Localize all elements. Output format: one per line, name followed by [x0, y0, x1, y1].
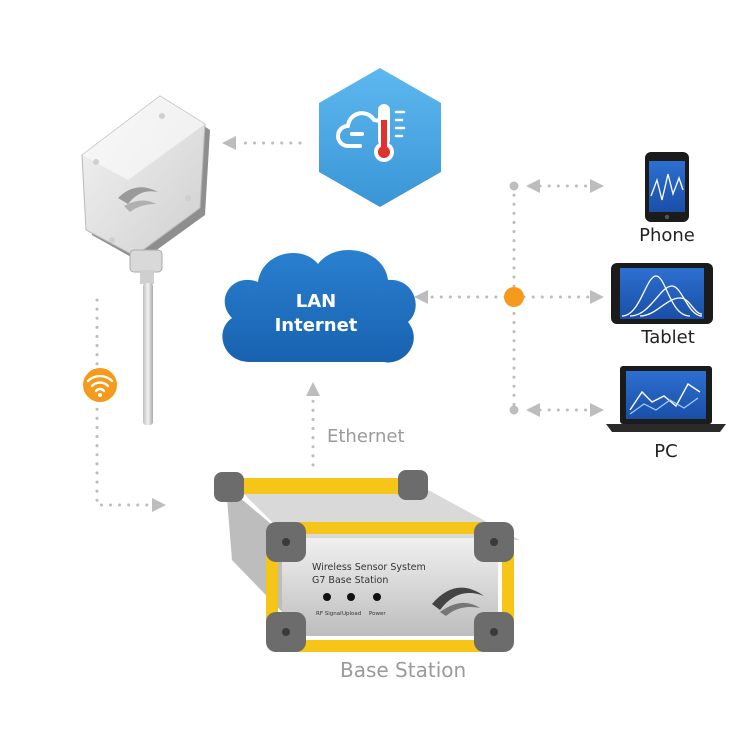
arrow-phone-right [590, 179, 604, 193]
cloud-thermometer-hexagon [319, 68, 441, 207]
panel-line-2: G7 Base Station [312, 575, 388, 586]
led-rf-signal [323, 593, 331, 601]
ethernet-label: Ethernet [327, 426, 405, 447]
arrow-to-base [152, 498, 166, 512]
connector-sensor-to-base [95, 298, 152, 507]
cloud-shape [222, 250, 416, 363]
led-label-upload: Upload [342, 611, 361, 617]
hub-dot-top [509, 181, 519, 191]
base-station-device [214, 470, 520, 652]
led-label-power: Power [369, 611, 386, 617]
led-power [373, 593, 381, 601]
pc-label: PC [654, 441, 678, 462]
connector-lines [95, 141, 594, 507]
cloud-label-lan: LAN [295, 291, 337, 312]
hub-dot-bottom [509, 405, 519, 415]
wifi-badge [83, 368, 117, 402]
phone-icon [645, 152, 689, 222]
arrow-tablet-right [590, 290, 604, 304]
brand-logo [432, 587, 484, 610]
panel-line-1: Wireless Sensor System [312, 562, 426, 573]
arrow-to-cloud-from-ethernet [306, 382, 320, 396]
arrow-to-cloud [414, 290, 428, 304]
sensor-icon [81, 95, 210, 425]
phone-label: Phone [639, 225, 695, 246]
arrow-to-sensor [222, 136, 236, 150]
arrow-pc-right [590, 403, 604, 417]
led-upload [347, 593, 355, 601]
tablet-icon [611, 263, 713, 324]
cloud-label: LAN Internet [256, 290, 376, 338]
arrow-pc-left [526, 403, 540, 417]
base-station-caption: Base Station [340, 658, 467, 682]
cloud-thermometer-icon [336, 104, 406, 162]
arrowheads [152, 136, 604, 512]
led-label-rf: RF Signal [316, 611, 342, 617]
cloud-label-internet: Internet [274, 315, 358, 336]
arrow-phone-left [526, 179, 540, 193]
tablet-label: Tablet [641, 327, 695, 348]
hub-end-dots [509, 181, 519, 415]
wifi-icon [86, 374, 114, 393]
hub-node [504, 287, 524, 307]
laptop-icon [606, 366, 726, 432]
